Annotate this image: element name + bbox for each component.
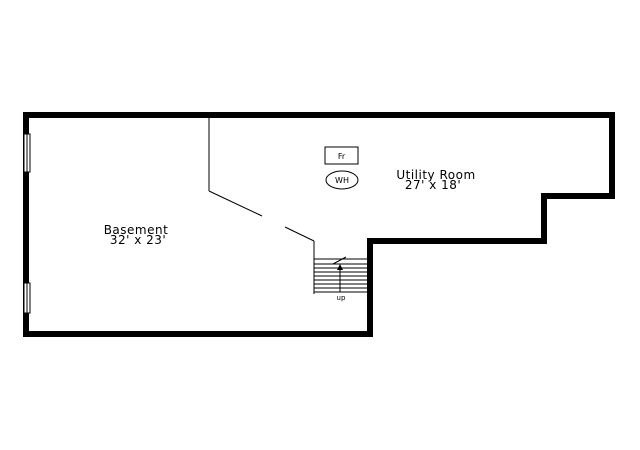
stair-direction-arrow — [337, 264, 343, 292]
freezer-fixture: Fr — [324, 146, 359, 165]
window-lower — [23, 282, 31, 314]
partition-diagonal-upper — [208, 190, 263, 217]
freezer-label: Fr — [338, 152, 346, 161]
window-upper — [23, 133, 31, 173]
partition-diagonal-lower — [284, 226, 315, 242]
utility-room-name: Utility Room — [396, 168, 475, 182]
water-heater-label: WH — [335, 176, 349, 185]
exterior-wall — [23, 112, 615, 337]
basement-name: Basement — [104, 223, 169, 237]
basement-size: 32' x 23' — [110, 233, 166, 247]
utility-room-size: 27' x 18' — [405, 178, 461, 192]
stair-up-label: up — [337, 294, 346, 302]
water-heater-fixture: WH — [325, 170, 359, 190]
